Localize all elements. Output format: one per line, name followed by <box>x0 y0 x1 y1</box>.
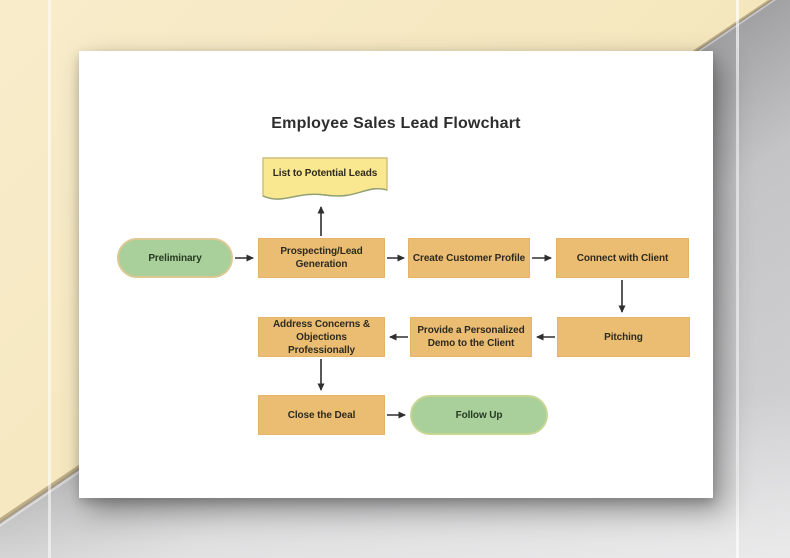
node-address-concerns: Address Concerns & Objections Profession… <box>258 317 385 357</box>
backdrop-seam-right <box>736 0 739 558</box>
node-label: Connect with Client <box>576 252 669 264</box>
backdrop-seam-left <box>48 0 51 558</box>
node-preliminary: Preliminary <box>117 238 233 278</box>
node-list-to-potential-leads: List to Potential Leads <box>262 157 388 205</box>
node-label: Follow Up <box>455 409 503 421</box>
page-title: Employee Sales Lead Flowchart <box>271 115 521 132</box>
node-create-customer-profile: Create Customer Profile <box>408 238 530 278</box>
node-label: Preliminary <box>148 252 202 264</box>
node-pitching: Pitching <box>557 317 690 357</box>
node-follow-up: Follow Up <box>410 395 548 435</box>
node-provide-personalized-demo: Provide a Personalized Demo to the Clien… <box>410 317 532 357</box>
node-label: Prospecting/Lead Generation <box>280 246 363 270</box>
node-label: Provide a Personalized Demo to the Clien… <box>417 325 525 349</box>
flow-connectors <box>235 206 626 419</box>
document-page: Employee Sales Lead Flowchart List to Po… <box>79 51 713 498</box>
node-label: List to Potential Leads <box>272 168 378 179</box>
node-label: Address Concerns & Objections Profession… <box>272 318 371 356</box>
node-close-the-deal: Close the Deal <box>258 395 385 435</box>
node-label: Create Customer Profile <box>412 252 526 264</box>
node-prospecting-lead-generation: Prospecting/Lead Generation <box>258 238 385 278</box>
node-connect-with-client: Connect with Client <box>556 238 689 278</box>
node-label: Close the Deal <box>287 409 356 421</box>
node-label: Pitching <box>604 331 643 343</box>
document-shape-icon <box>262 157 388 200</box>
